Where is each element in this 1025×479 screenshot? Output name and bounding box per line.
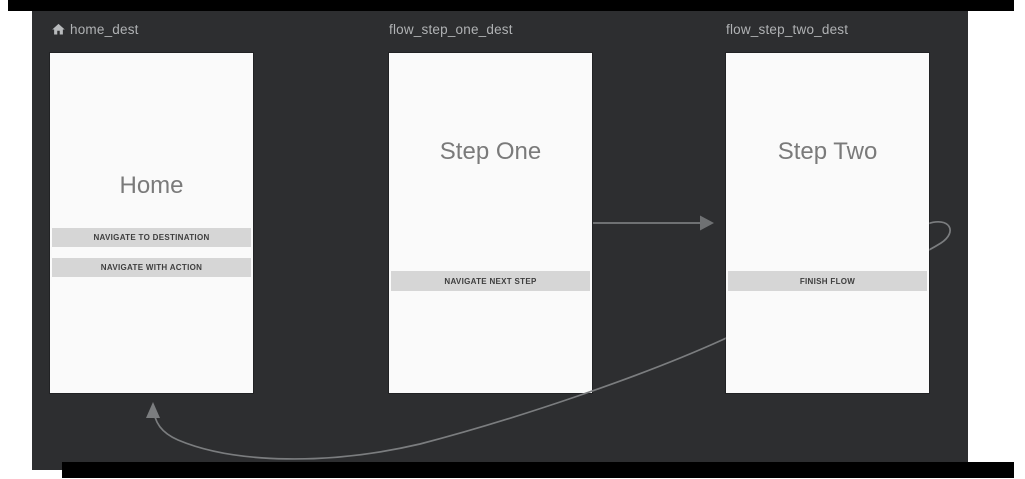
destination-home[interactable]: home_dest Home NAVIGATE TO DESTINATION N…	[50, 20, 253, 393]
destination-flow-step-one[interactable]: flow_step_one_dest Step One NAVIGATE NEX…	[389, 20, 592, 393]
edge-arrowhead-up-icon	[146, 402, 160, 418]
edge-step-one-to-step-two[interactable]	[593, 215, 714, 231]
edge-curve[interactable]	[152, 221, 951, 460]
destination-home-header[interactable]: home_dest	[50, 20, 253, 38]
start-destination-home-icon	[50, 21, 66, 37]
edge-arrowhead-right-icon	[700, 215, 714, 231]
preview-button-navigate-with-action: NAVIGATE WITH ACTION	[52, 258, 251, 277]
destination-flow-step-one-preview[interactable]: Step One NAVIGATE NEXT STEP	[389, 53, 592, 393]
destination-label: flow_step_one_dest	[389, 21, 513, 37]
destination-label: home_dest	[70, 21, 139, 37]
preview-title: Step Two	[777, 138, 878, 165]
destination-flow-step-two-header[interactable]: flow_step_two_dest	[726, 20, 929, 38]
destination-flow-step-one-header[interactable]: flow_step_one_dest	[389, 20, 592, 38]
edge-finish-flow-to-home[interactable]	[146, 221, 951, 460]
preview-button-navigate-next-step: NAVIGATE NEXT STEP	[391, 271, 590, 291]
bottom-frame-bar	[62, 462, 1014, 478]
preview-button-finish-flow: FINISH FLOW	[728, 271, 927, 291]
destination-label: flow_step_two_dest	[726, 21, 849, 37]
destination-home-preview[interactable]: Home NAVIGATE TO DESTINATION NAVIGATE WI…	[50, 53, 253, 393]
preview-title: Step One	[439, 138, 542, 165]
top-frame-bar	[8, 0, 1014, 11]
destination-flow-step-two-preview[interactable]: Step Two FINISH FLOW	[726, 53, 929, 393]
preview-title: Home	[119, 172, 184, 199]
preview-button-navigate-to-destination: NAVIGATE TO DESTINATION	[52, 228, 251, 247]
destination-flow-step-two[interactable]: flow_step_two_dest Step Two FINISH FLOW	[726, 20, 929, 393]
